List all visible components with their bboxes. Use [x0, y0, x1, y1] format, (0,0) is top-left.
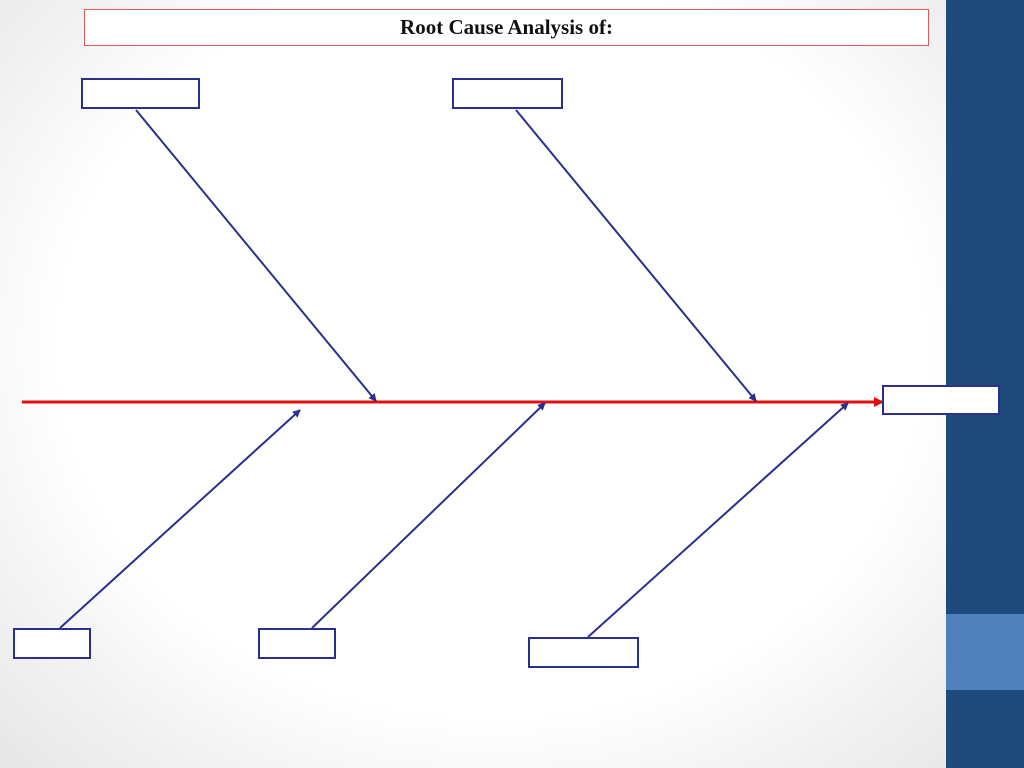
category-box-bottom-middle[interactable]: [258, 628, 336, 659]
bone-top-middle: [515, 109, 757, 402]
bone-top-left: [135, 109, 377, 402]
slide-canvas: [0, 0, 946, 768]
bone-bottom-left: [59, 409, 301, 629]
bone-bottom-middle: [311, 402, 546, 629]
effect-box[interactable]: [882, 385, 1000, 415]
category-box-bottom-left[interactable]: [13, 628, 91, 659]
page-title: Root Cause Analysis of:: [400, 15, 613, 39]
category-box-top-middle[interactable]: [452, 78, 563, 109]
category-box-bottom-right[interactable]: [528, 637, 639, 668]
sidebar-accent-band: [946, 614, 1024, 690]
category-box-top-left[interactable]: [81, 78, 200, 109]
title-box: Root Cause Analysis of:: [84, 9, 929, 46]
bone-bottom-right: [587, 402, 849, 638]
